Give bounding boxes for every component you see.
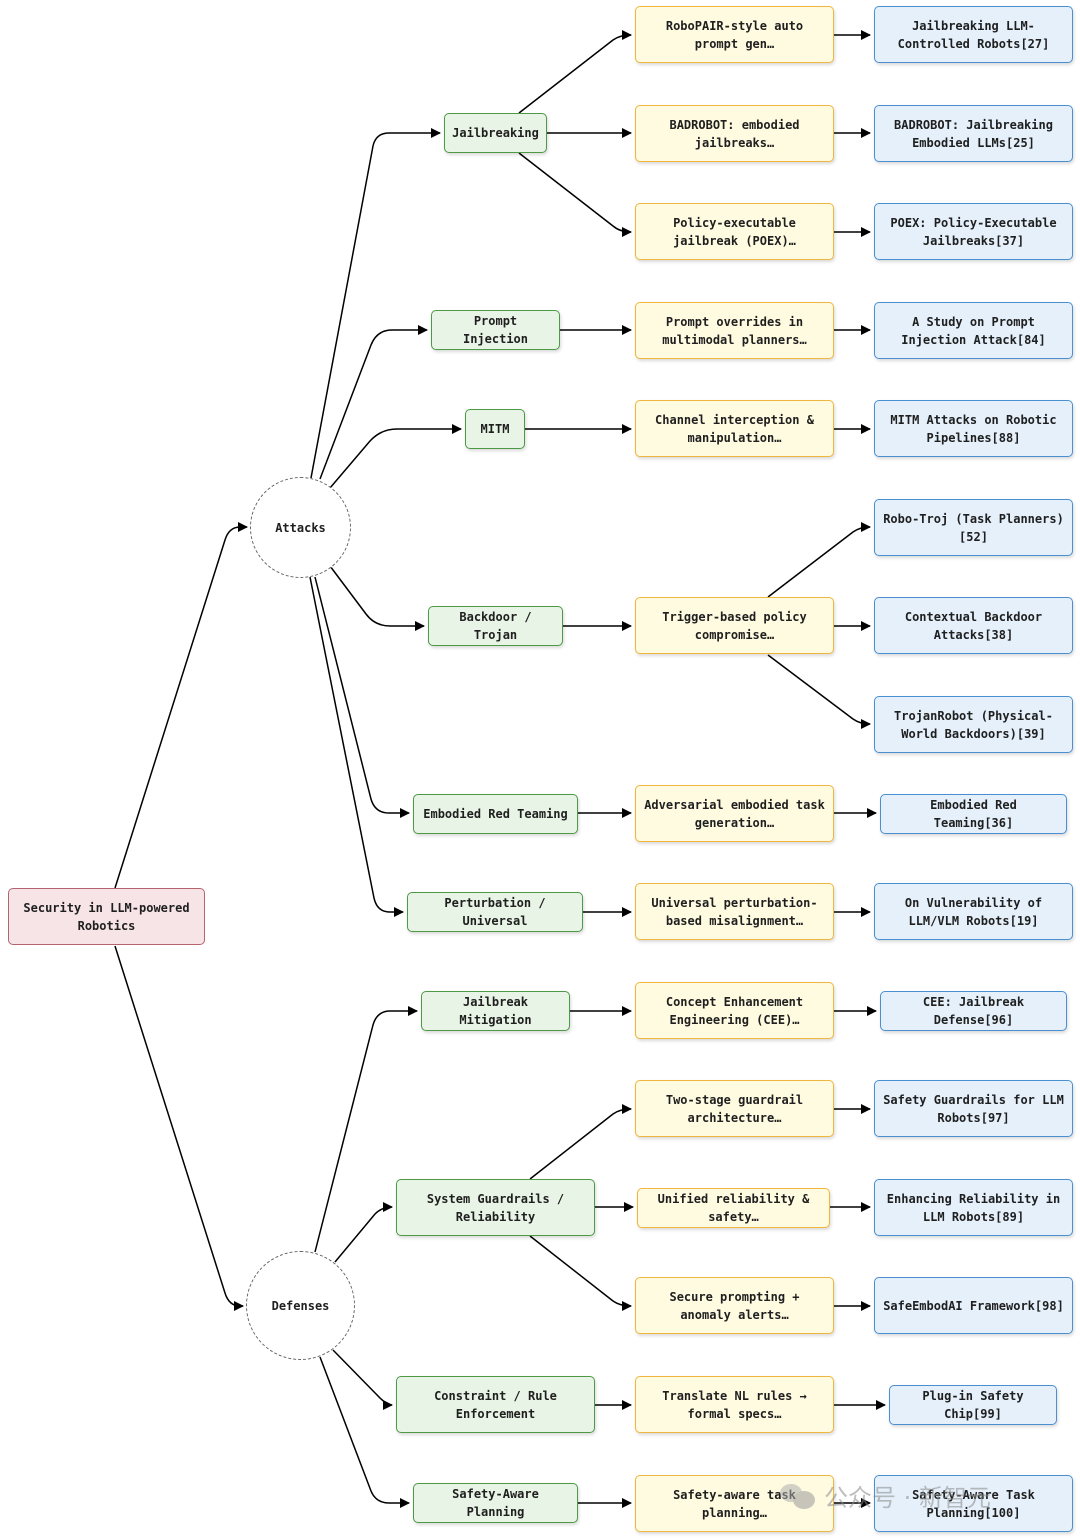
edge-defenses-planning [319,1356,410,1508]
category-prompt-injection: Prompt Injection [431,310,560,350]
edge-attacks-jailbreaking [310,128,441,479]
edge-root-attacks [114,522,248,889]
edge-defenses-guardrails [334,1202,393,1263]
method-translate-nl-rules: Translate NL rules → formal specs… [635,1376,834,1433]
ref-safety-guardrails: Safety Guardrails for LLM Robots[97] [874,1080,1073,1137]
category-jailbreak-mitigation: Jailbreak Mitigation [421,991,570,1031]
ref-robo-troj: Robo-Troj (Task Planners)[52] [874,499,1073,556]
ref-prompt-injection-study: A Study on Prompt Injection Attack[84] [874,302,1073,359]
category-perturbation-universal: Perturbation / Universal [407,892,583,932]
edge-m-r6c [767,654,871,729]
ref-contextual-backdoor: Contextual Backdoor Attacks[38] [874,597,1073,654]
edge-jailbreaking-m1 [518,30,632,114]
edge-attacks-perturbation [309,576,404,917]
ref-plug-in-safety-chip: Plug-in Safety Chip[99] [889,1385,1057,1425]
method-robopair: RoboPAIR-style auto prompt gen… [635,6,834,63]
method-poex: Policy-executable jailbreak (POEX)… [635,203,834,260]
ref-cee-defense: CEE: Jailbreak Defense[96] [880,991,1067,1031]
edge-defenses-constraint [332,1349,393,1410]
edge-attacks-mitm [329,424,462,489]
ref-jailbreaking-llm-robots: Jailbreaking LLM-Controlled Robots[27] [874,6,1073,63]
edge-attacks-backdoor [329,565,425,631]
method-cee: Concept Enhancement Engineering (CEE)… [635,982,834,1039]
watermark: 公众号 · 新智元 [780,1475,1060,1515]
edge-attacks-prompt-injection [319,325,428,480]
category-jailbreaking: Jailbreaking [444,113,547,153]
category-backdoor-trojan: Backdoor / Trojan [428,606,563,646]
category-safety-aware-planning: Safety-Aware Planning [413,1483,578,1523]
edge-guardrails-m1 [529,1104,632,1180]
method-badrobot: BADROBOT: embodied jailbreaks… [635,105,834,162]
edge-jailbreaking-m3 [518,152,632,237]
ref-enhancing-reliability: Enhancing Reliability in LLM Robots[89] [874,1179,1073,1236]
edge-guardrails-m3 [529,1235,632,1311]
root-node: Security in LLM-powered Robotics [8,888,205,945]
category-constraint-rule: Constraint / Rule Enforcement [396,1376,595,1433]
method-trigger-based: Trigger-based policy compromise… [635,597,834,654]
method-channel-interception: Channel interception & manipulation… [635,400,834,457]
edge-defenses-jailbreak-mitigation [314,1006,418,1253]
watermark-text: 公众号 · 新智元 [824,1483,991,1512]
ref-mitm-attacks: MITM Attacks on Robotic Pipelines[88] [874,400,1073,457]
ref-embodied-red-teaming: Embodied Red Teaming[36] [880,794,1067,834]
method-unified-reliability: Unified reliability & safety… [637,1188,830,1228]
wechat-icon [780,1480,816,1510]
ref-poex: POEX: Policy-Executable Jailbreaks[37] [874,203,1073,260]
ref-badrobot: BADROBOT: Jailbreaking Embodied LLMs[25] [874,105,1073,162]
ref-safeembodai: SafeEmbodAI Framework[98] [874,1277,1073,1334]
ref-trojanrobot: TrojanRobot (Physical-World Backdoors)[3… [874,696,1073,753]
category-embodied-red-teaming: Embodied Red Teaming [413,794,578,834]
defenses-hub: Defenses [246,1251,355,1360]
method-two-stage-guardrail: Two-stage guardrail architecture… [635,1080,834,1137]
method-prompt-overrides: Prompt overrides in multimodal planners… [635,302,834,359]
ref-safety-aware-task-planning: Safety-Aware Task Planning[100] [874,1475,1073,1532]
category-mitm: MITM [465,409,525,449]
attacks-hub: Attacks [250,477,351,578]
method-universal-perturbation: Universal perturbation-based misalignmen… [635,883,834,940]
edge-attacks-red-teaming [314,576,410,818]
method-adversarial-task: Adversarial embodied task generation… [635,785,834,842]
edge-m-r6a [767,522,871,598]
category-system-guardrails: System Guardrails / Reliability [396,1179,595,1236]
edge-root-defenses [114,945,244,1311]
method-secure-prompting: Secure prompting + anomaly alerts… [635,1277,834,1334]
ref-vulnerability-llm-vlm: On Vulnerability of LLM/VLM Robots[19] [874,883,1073,940]
